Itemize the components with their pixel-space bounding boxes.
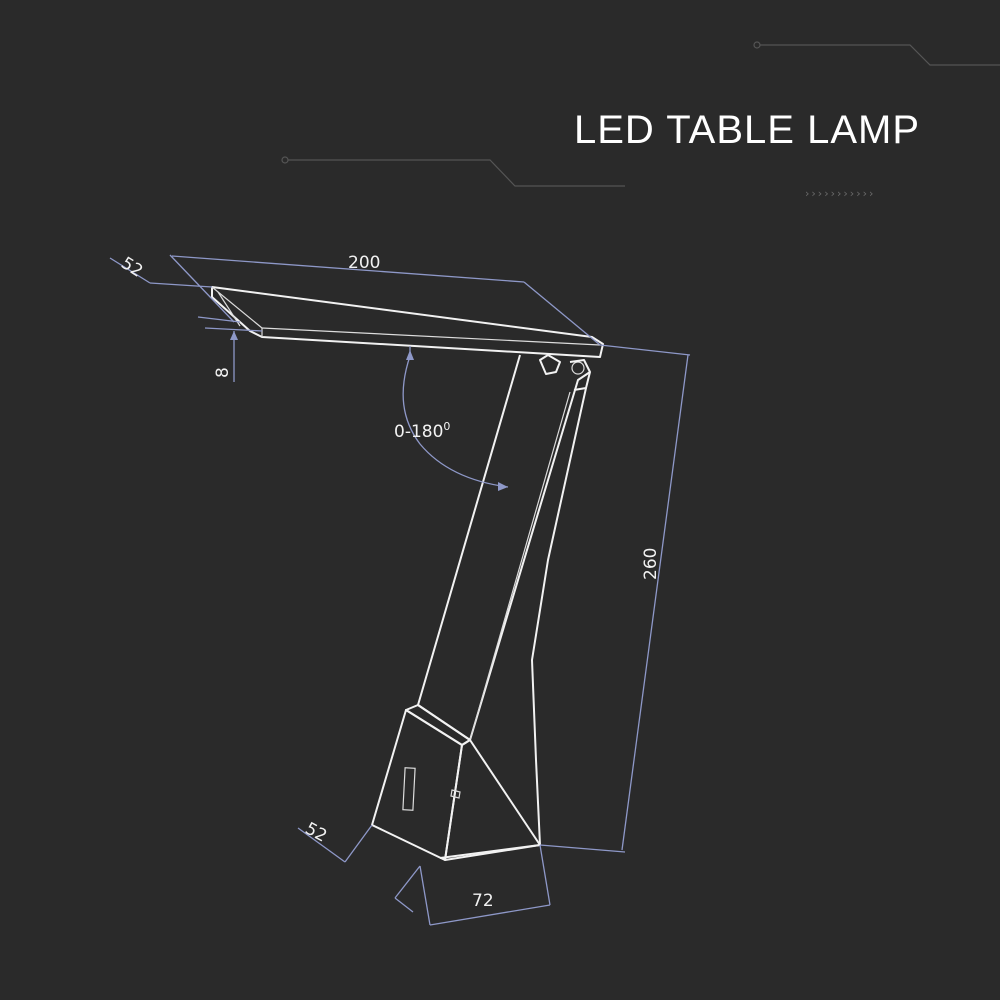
lamp-head [211,286,604,358]
dim-height: 260 [539,344,691,853]
dim-head-length: 200 [171,253,601,346]
chevron-decoration: ››››››››››› [805,187,875,200]
dim-head-thickness: 8 [204,327,263,382]
dim-label-rotation: 0-1800 [394,420,450,442]
dim-label-head-thickness: 8 [213,367,233,378]
decorative-circuit-lines: ››››››››››› [281,41,1000,200]
dim-base-length: 72 [419,844,551,926]
dim-label-base-length: 72 [472,891,494,911]
dim-label-height: 260 [641,548,661,580]
dim-label-base-width: 52 [302,819,330,847]
lamp-hinge [539,354,591,391]
dim-base-width: 52 [297,819,421,913]
dim-rotation: 0-1800 [394,346,509,491]
dim-label-head-length: 200 [348,253,380,273]
lamp-base [371,704,541,861]
page-title: LED TABLE LAMP [574,108,920,152]
